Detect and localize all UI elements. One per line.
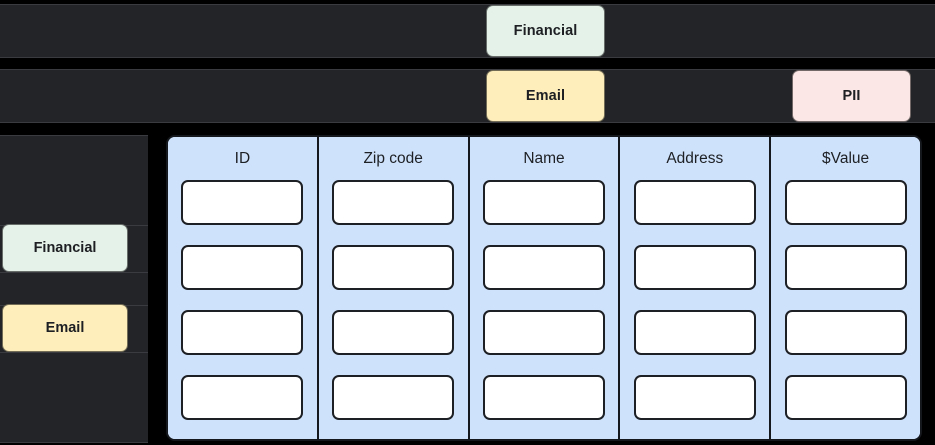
table-cell[interactable] — [633, 310, 756, 355]
column-cells — [168, 180, 317, 439]
tag-chip-financial-top[interactable]: Financial — [486, 5, 605, 57]
sidebar-chip-financial[interactable]: Financial — [2, 224, 128, 272]
table-cell[interactable] — [482, 245, 605, 290]
column-cells — [319, 180, 468, 439]
tag-chip-pii-top[interactable]: PII — [792, 70, 911, 122]
data-table: ID Zip code Name — [166, 135, 922, 441]
table-column-name[interactable]: Name — [469, 137, 621, 439]
table-column-id[interactable]: ID — [168, 137, 319, 439]
column-cells — [470, 180, 619, 439]
sidebar-chip-label: Email — [45, 319, 85, 336]
tag-chip-label: PII — [842, 87, 861, 104]
column-header: Zip code — [363, 150, 423, 167]
table-cell[interactable] — [784, 375, 907, 420]
sidebar-panel — [0, 135, 148, 443]
table-cell[interactable] — [482, 310, 605, 355]
tag-band-row-2 — [0, 69, 935, 123]
tag-band-row-1 — [0, 4, 935, 58]
table-cell[interactable] — [332, 180, 455, 225]
table-cell[interactable] — [332, 375, 455, 420]
table-cell[interactable] — [482, 375, 605, 420]
table-cell[interactable] — [181, 310, 304, 355]
column-header: $Value — [822, 150, 870, 167]
column-header: ID — [234, 150, 251, 167]
table-cell[interactable] — [332, 245, 455, 290]
tag-chip-label: Financial — [513, 22, 578, 39]
table-column-zip-code[interactable]: Zip code — [318, 137, 470, 439]
column-cells — [620, 180, 769, 439]
table-cell[interactable] — [482, 180, 605, 225]
table-cell[interactable] — [181, 180, 304, 225]
tag-chip-label: Email — [525, 87, 566, 104]
table-column-value[interactable]: $Value — [771, 137, 920, 439]
column-header: Name — [523, 150, 565, 167]
table-cell[interactable] — [633, 375, 756, 420]
column-header: Address — [666, 150, 724, 167]
table-cell[interactable] — [784, 245, 907, 290]
sidebar-chip-email[interactable]: Email — [2, 304, 128, 352]
table-cell[interactable] — [784, 180, 907, 225]
table-cell[interactable] — [633, 180, 756, 225]
table-cell[interactable] — [181, 375, 304, 420]
table-cell[interactable] — [181, 245, 304, 290]
table-column-address[interactable]: Address — [620, 137, 772, 439]
table-cell[interactable] — [332, 310, 455, 355]
tag-chip-email-top[interactable]: Email — [486, 70, 605, 122]
table-cell[interactable] — [784, 310, 907, 355]
sidebar-chip-label: Financial — [33, 239, 97, 256]
column-cells — [771, 180, 920, 439]
table-cell[interactable] — [633, 245, 756, 290]
